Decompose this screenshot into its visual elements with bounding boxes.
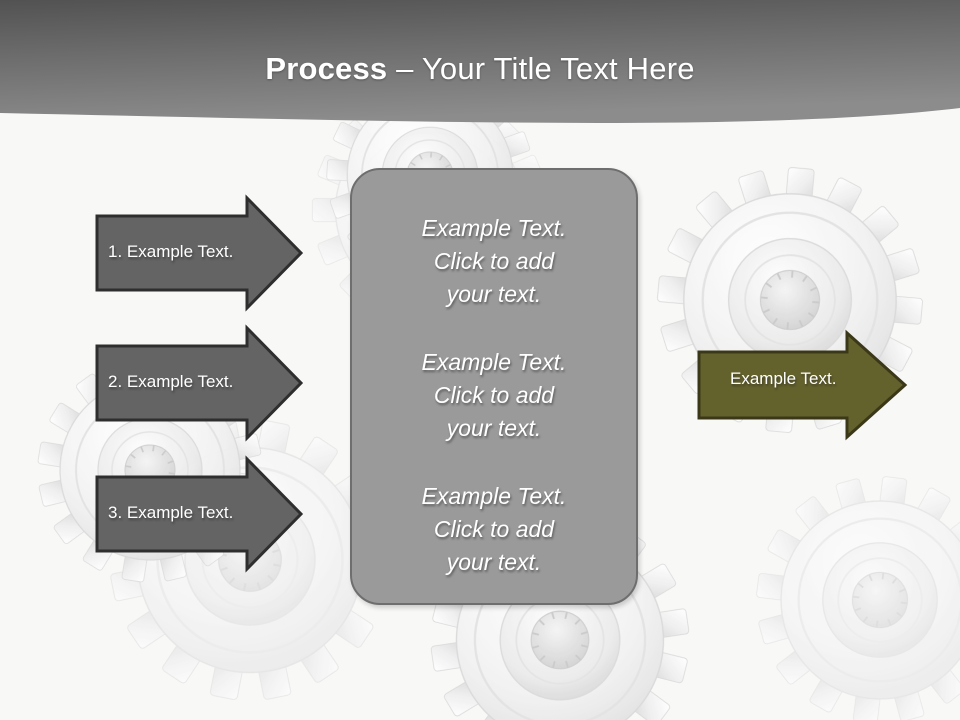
center-content-box[interactable]: Example Text. Click to add your text. Ex…: [350, 168, 638, 605]
center-paragraph-2-line-3: your text.: [446, 415, 542, 441]
input-arrow-1[interactable]: 1. Example Text.: [95, 194, 305, 312]
header-band: [0, 0, 960, 123]
center-paragraph-1-line-1: Example Text.: [421, 215, 567, 241]
center-paragraph-3-line-2: Click to add: [433, 516, 555, 542]
center-paragraph-2[interactable]: Example Text. Click to add your text.: [379, 346, 609, 445]
center-paragraph-2-line-2: Click to add: [433, 382, 555, 408]
center-paragraph-2-line-1: Example Text.: [421, 349, 567, 375]
center-paragraph-1[interactable]: Example Text. Click to add your text.: [379, 212, 609, 311]
center-paragraph-1-line-3: your text.: [446, 281, 542, 307]
center-paragraph-3-line-3: your text.: [446, 549, 542, 575]
input-arrow-2[interactable]: 2. Example Text.: [95, 324, 305, 442]
center-paragraph-3-line-1: Example Text.: [421, 483, 567, 509]
center-paragraph-3[interactable]: Example Text. Click to add your text.: [379, 480, 609, 579]
page-title: Process – Your Title Text Here: [0, 50, 960, 88]
input-arrow-3[interactable]: 3. Example Text.: [95, 455, 305, 573]
output-arrow[interactable]: Example Text.: [697, 329, 909, 441]
center-paragraph-1-line-2: Click to add: [433, 248, 555, 274]
page-title-rest: – Your Title Text Here: [387, 51, 695, 86]
page-title-bold: Process: [265, 51, 388, 86]
